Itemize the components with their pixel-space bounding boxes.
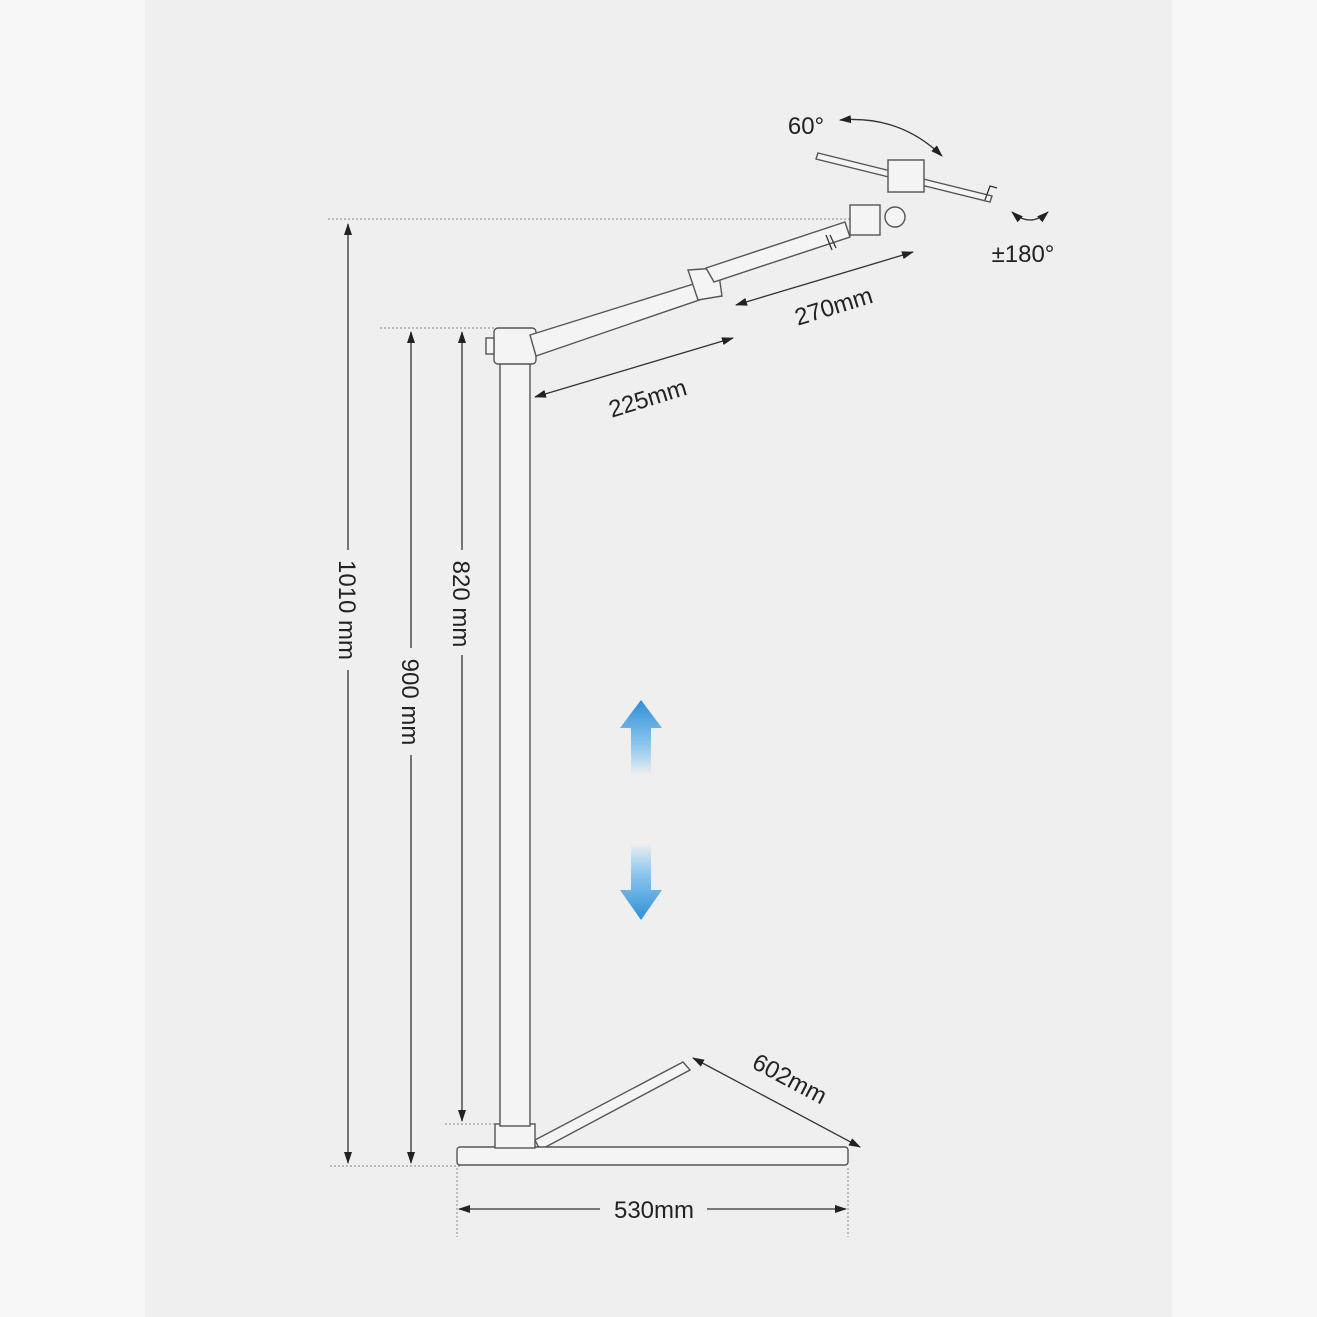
reference-lines — [328, 218, 850, 1237]
pole — [499, 361, 531, 1127]
pole-knob — [485, 337, 495, 355]
pole-collar — [494, 1123, 536, 1149]
tray-hook — [984, 185, 998, 201]
pole-head — [493, 327, 537, 365]
arrow-up-icon — [620, 700, 662, 775]
tilt-angle-label: 60° — [788, 113, 824, 140]
pole-top-height-label: 900 mm — [396, 659, 423, 746]
pole-length-label: 820 mm — [447, 561, 474, 648]
tilt-knob — [884, 206, 906, 228]
base-plate — [456, 1146, 849, 1166]
max-height-label: 1010 mm — [333, 560, 360, 660]
dimension-lines — [344, 115, 1049, 1213]
head-joint — [849, 204, 881, 236]
background-panel — [145, 0, 1172, 1317]
rotation-angle-label: ±180° — [992, 241, 1055, 268]
base-width-label: 530mm — [614, 1197, 694, 1224]
device-holder — [887, 159, 925, 193]
arrow-down-icon — [620, 843, 662, 920]
